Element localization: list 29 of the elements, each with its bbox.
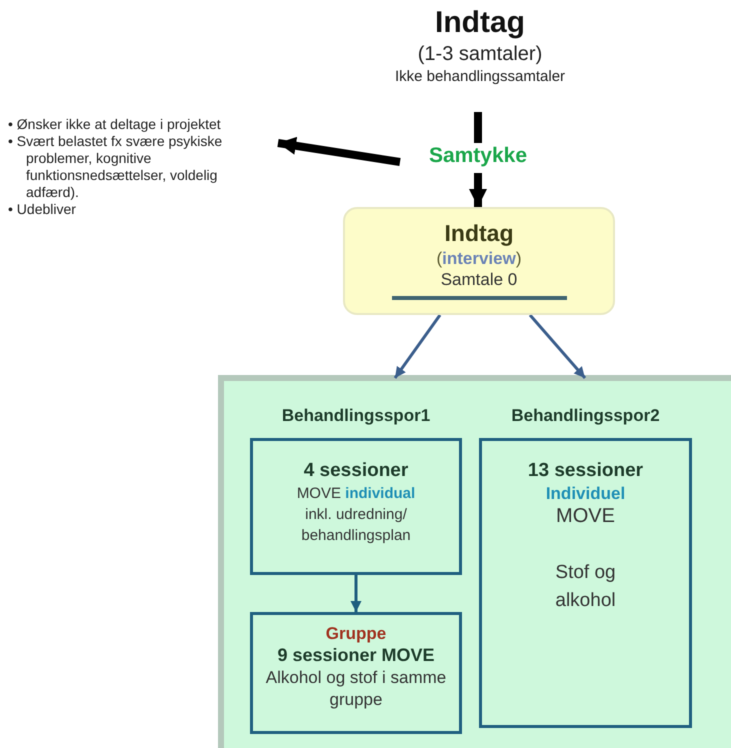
arrow (469, 173, 487, 207)
node-text: Ikke behandlingssamtaler (394, 67, 566, 86)
bullet-item: • Svært belastet fx svære psykiske problemer, kognitive funktionsnedsættelser, voldelig adfærd). (8, 133, 224, 201)
track-heading: Behandlingsspor1 (280, 405, 432, 426)
node-text: Samtale 0 (440, 269, 518, 290)
node-text: Alkohol og stof i samme gruppe (264, 667, 448, 711)
arrow (350, 575, 362, 612)
node-text: Stof og alkohol (554, 561, 617, 613)
node-text: Individuel (544, 483, 626, 504)
node-text: 13 sessioner (526, 459, 644, 483)
treatment-panel (218, 375, 731, 748)
session-box (250, 612, 462, 734)
arrow (528, 314, 586, 379)
node-text: MOVE individual inkl. udredning/ behandlingsplan (296, 484, 416, 546)
track-heading: Behandlingsspor2 (510, 405, 661, 426)
bullet-item: • Udebliver (8, 201, 77, 218)
arrow (394, 314, 442, 379)
arrow (277, 136, 401, 166)
intake-box (343, 207, 615, 315)
node-text: 9 sessioner MOVE (276, 644, 436, 667)
node-text: 4 sessioner (302, 459, 410, 483)
node-title: Samtykke (428, 143, 528, 169)
node-text: MOVE (555, 504, 616, 529)
node-title: Indtag (444, 219, 514, 248)
node-text: (1-3 samtaler) (416, 42, 544, 67)
node-title: Indtag (434, 5, 526, 41)
node-title: Gruppe (324, 623, 388, 644)
bullet-item: • Ønsker ikke at deltage i projektet (8, 116, 222, 133)
node-text: (interview) (435, 248, 523, 269)
